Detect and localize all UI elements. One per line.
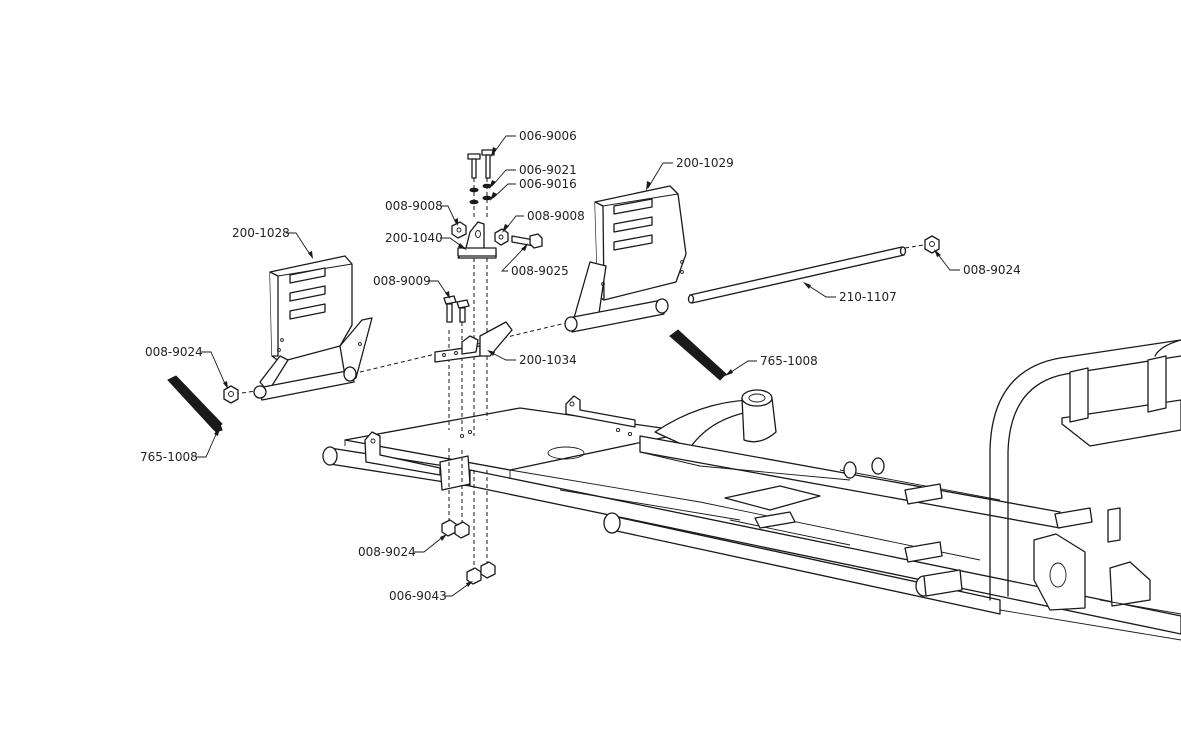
label-008-9024-bottom: 008-9024 [358,545,416,559]
label-006-9021: 006-9021 [519,163,577,177]
label-008-9008-right: 008-9008 [527,209,585,223]
seat-bracket-right [564,185,687,333]
center-hardware [434,149,543,585]
label-210-1107: 210-1107 [839,290,897,304]
label-200-1034: 200-1034 [519,353,577,367]
part-labels: 006-9006 006-9021 006-9016 200-1029 008-… [140,129,1021,603]
seat-bracket-left [253,255,373,401]
label-200-1028: 200-1028 [232,226,290,240]
label-200-1040: 200-1040 [385,231,443,245]
frame-chassis [322,339,1181,641]
label-008-9024-left: 008-9024 [145,345,203,359]
label-006-9016: 006-9016 [519,177,577,191]
label-006-9043: 006-9043 [389,589,447,603]
label-008-9025: 008-9025 [511,264,569,278]
rod [687,246,907,304]
label-006-9006: 006-9006 [519,129,577,143]
rod-end-nuts [223,235,940,404]
springs [167,329,727,433]
label-765-1008-right: 765-1008 [760,354,818,368]
label-008-9009: 008-9009 [373,274,431,288]
label-765-1008-left: 765-1008 [140,450,198,464]
label-200-1029: 200-1029 [676,156,734,170]
label-008-9024-rod: 008-9024 [963,263,1021,277]
label-008-9008-left: 008-9008 [385,199,443,213]
leader-lines [196,135,960,597]
